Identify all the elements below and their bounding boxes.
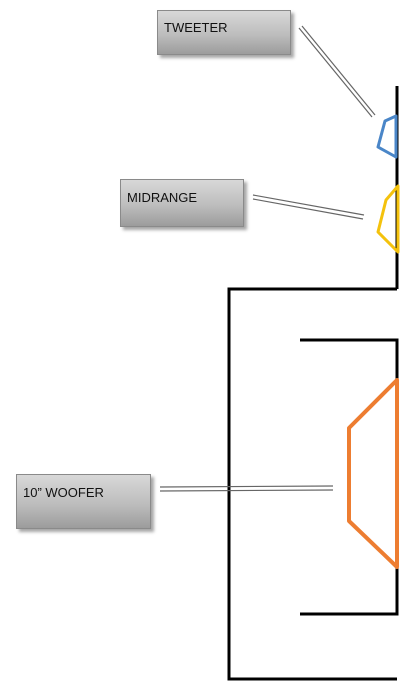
midrange-label: MIDRANGE xyxy=(127,190,198,205)
tweeter-label-box: TWEETER xyxy=(157,10,291,55)
midrange-leader-line xyxy=(252,194,365,220)
midrange-driver-shape xyxy=(376,184,400,254)
tweeter-driver-shape xyxy=(376,114,398,159)
woofer-driver-shape xyxy=(347,378,399,569)
tweeter-label: TWEETER xyxy=(164,20,228,35)
woofer-label: 10” WOOFER xyxy=(23,485,104,500)
woofer-leader-line xyxy=(159,485,334,492)
midrange-label-box: MIDRANGE xyxy=(120,179,244,227)
tweeter-leader-line xyxy=(298,25,376,118)
woofer-label-box: 10” WOOFER xyxy=(16,474,151,529)
enclosure-main-outline xyxy=(227,287,397,681)
